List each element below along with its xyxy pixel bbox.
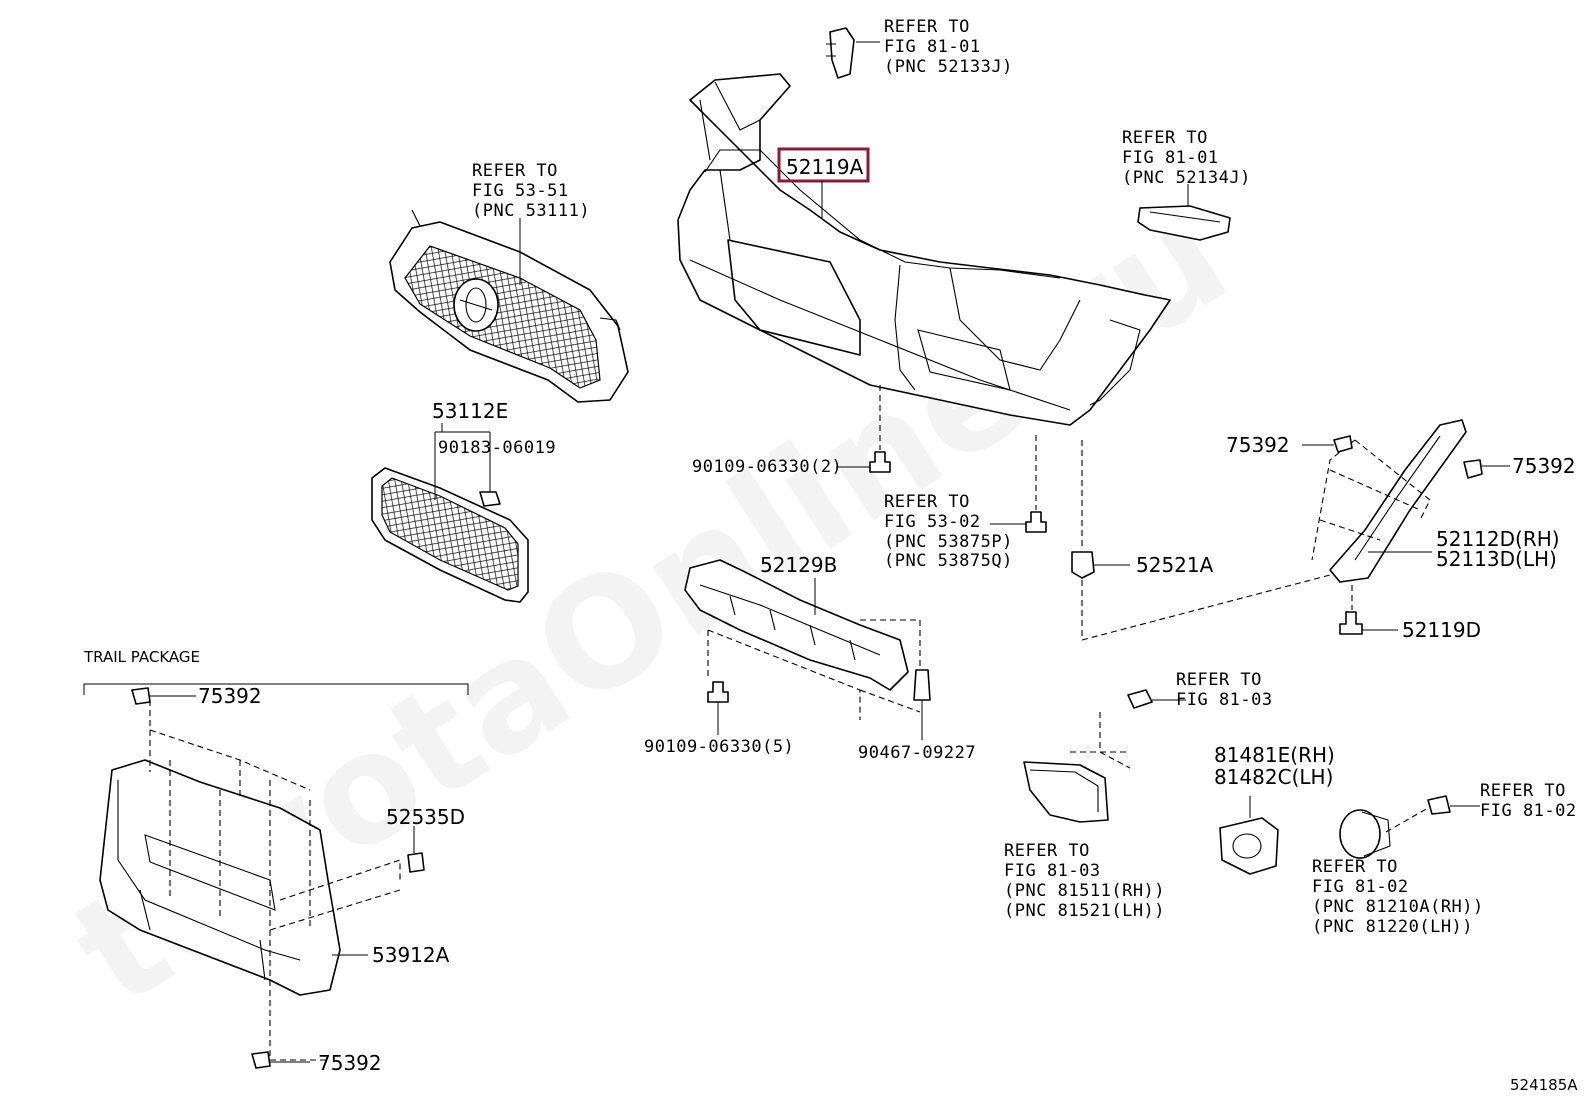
bolt-refer-8102[interactable] [1427,795,1451,815]
callout-line: REFER TO [1122,128,1208,148]
callout-line: (PNC 53111) [472,201,590,221]
part-number-52113D[interactable]: 52113D(LH) [1436,547,1557,571]
front-bumper-cover[interactable] [677,73,1171,426]
callout-line: FIG 53-51 [472,181,569,201]
fog-lamp-cover[interactable] [1219,817,1279,875]
grille-part[interactable] [389,209,629,403]
part-number-52112D[interactable]: 52112D(RH) [1436,527,1560,551]
part-number-75392[interactable]: 75392 [1512,454,1576,478]
energy-absorber[interactable] [684,559,909,691]
clip-75392-c[interactable] [131,687,151,705]
callout-line: FIG 81-01 [1122,148,1219,168]
right-bracket[interactable] [1137,205,1231,241]
callout-line: (PNC 52133J) [884,57,1013,77]
trail-package-label: TRAIL PACKAGE [83,648,200,666]
part-number-52129B[interactable]: 52129B [760,553,837,577]
fog-bezel-bracket[interactable] [1023,761,1109,823]
callout-line: FIG 81-02 [1312,877,1409,897]
part-number-52535D[interactable]: 52535D [386,805,465,829]
callout-line: (PNC 81220(LH)) [1312,917,1473,937]
fog-lamp[interactable] [1339,809,1391,859]
top-bracket-clip[interactable] [826,27,855,79]
part-number-90109-2[interactable]: 90109-06330(2) [692,457,842,477]
callout-line: (PNC 81210A(RH)) [1312,897,1484,917]
callout-line: (PNC 52134J) [1122,168,1251,188]
callout-line: (PNC 81511(RH)) [1004,881,1165,901]
callout-line: FIG 81-01 [884,37,981,57]
bolt-90109-2[interactable] [869,451,891,473]
callout-line: FIG 81-03 [1004,861,1101,881]
callout-line: REFER TO [884,492,970,512]
highlight-frame [777,147,870,183]
part-number-53912A[interactable]: 53912A [372,943,450,967]
callout-line: FIG 53-02 [884,512,981,532]
part-number-81482C[interactable]: 81482C(LH) [1214,765,1333,789]
part-number-52119A[interactable]: 52119A [786,155,864,179]
figure-code: 524185A [1510,1076,1578,1094]
part-number-90109-5[interactable]: 90109-06330(5) [644,737,794,757]
callout-line: REFER TO [1004,841,1090,861]
part-number-53112E[interactable]: 53112E [432,399,508,423]
clip-75392-a[interactable] [1333,435,1353,453]
callout-line: (PNC 81521(LH)) [1004,901,1165,921]
callout-line: (PNC 53875P) [884,532,1013,552]
part-number-90467[interactable]: 90467-09227 [858,743,976,763]
trail-bumper-guard[interactable] [99,759,341,996]
retainer-52521A[interactable] [1071,551,1095,579]
callout-line: (PNC 53875Q) [884,551,1013,571]
bolt-90109-5[interactable] [707,681,729,703]
screw-52119D[interactable] [1339,611,1363,635]
bolt-refer-8103[interactable] [1127,689,1153,709]
callout-line: REFER TO [884,17,970,37]
clip-90183[interactable] [479,491,501,507]
bolt-53875[interactable] [1025,511,1047,533]
callout-line: FIG 81-02 [1480,801,1577,821]
part-number-81481E[interactable]: 81481E(RH) [1214,743,1335,767]
clip-75392-d[interactable] [251,1051,271,1069]
callout-line: REFER TO [1176,670,1262,690]
clip-52535D[interactable] [407,852,425,873]
callout-line: REFER TO [1480,781,1566,801]
clip-90467[interactable] [913,669,931,701]
part-number-75392[interactable]: 75392 [1226,433,1290,457]
side-molding[interactable] [1329,419,1467,583]
part-number-75392[interactable]: 75392 [318,1051,382,1075]
clip-75392-b[interactable] [1463,459,1483,479]
lower-grille-insert[interactable] [371,467,529,603]
part-number-90183[interactable]: 90183-06019 [438,438,556,458]
part-number-52119D[interactable]: 52119D [1402,618,1481,642]
callout-line: REFER TO [1312,857,1398,877]
callout-line: REFER TO [472,161,558,181]
callout-line: FIG 81-03 [1176,690,1273,710]
part-number-75392[interactable]: 75392 [198,684,262,708]
part-number-52521A[interactable]: 52521A [1136,553,1214,577]
